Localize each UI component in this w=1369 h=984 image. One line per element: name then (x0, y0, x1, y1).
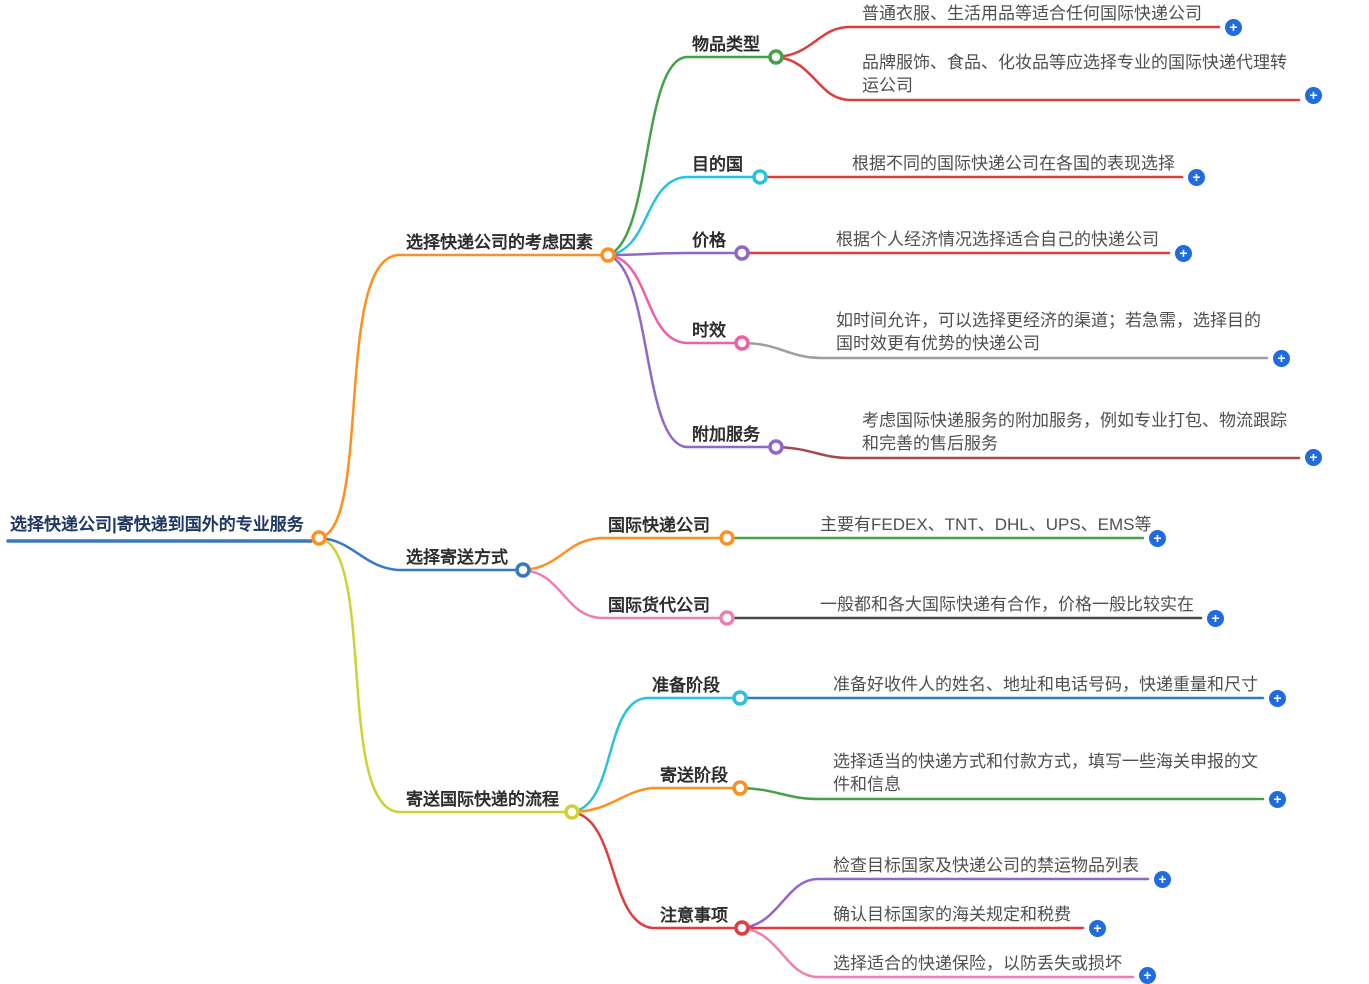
node-precautions-handle[interactable] (734, 920, 750, 936)
node-addon-handle[interactable] (768, 439, 784, 455)
connector-method-forwarder (521, 568, 721, 620)
connector-process-send (570, 786, 734, 814)
plus-icon[interactable]: + (1139, 967, 1156, 984)
leaf-text[interactable]: 如时间允许，可以选择更经济的渠道；若急需，选择目的国时效更有优势的快递公司 (836, 311, 1261, 353)
connector-factors-time (606, 253, 736, 345)
connector-factors-item-type (606, 55, 770, 257)
plus-icon[interactable]: + (1269, 690, 1286, 707)
connector-leaf-brand (774, 55, 1301, 102)
connector-factors-destination (606, 175, 754, 257)
branch-factors-label[interactable]: 选择快递公司的考虑因素 (406, 233, 593, 252)
plus-icon[interactable]: + (1089, 920, 1106, 937)
node-send-label[interactable]: 寄送阶段 (660, 766, 728, 785)
plus-icon[interactable]: + (1154, 871, 1171, 888)
connector-leaf-send (738, 786, 1265, 801)
branch-shipping-method-handle[interactable] (515, 562, 531, 578)
plus-icon[interactable]: + (1273, 350, 1290, 367)
branch-process-label[interactable]: 寄送国际快递的流程 (406, 790, 559, 809)
connector-root-process (317, 536, 566, 814)
leaf-text[interactable]: 选择适合的快递保险，以防丢失或损坏 (833, 954, 1122, 973)
node-send-handle[interactable] (732, 780, 748, 796)
connector-leaf-clothes (774, 25, 1221, 59)
plus-icon[interactable]: + (1305, 87, 1322, 104)
node-destination-label[interactable]: 目的国 (692, 155, 743, 174)
connector-method-express (521, 536, 721, 572)
plus-icon[interactable]: + (1175, 245, 1192, 262)
root-node-label[interactable]: 选择快递公司|寄快递到国外的专业服务 (10, 515, 304, 534)
leaf-text[interactable]: 选择适当的快递方式和付款方式，填写一些海关申报的文件和信息 (833, 752, 1258, 794)
plus-icon[interactable]: + (1207, 610, 1224, 627)
node-intl-express-label[interactable]: 国际快递公司 (608, 516, 710, 535)
node-intl-express-handle[interactable] (719, 530, 735, 546)
leaf-text[interactable]: 准备好收件人的姓名、地址和电话号码，快递重量和尺寸 (833, 675, 1258, 694)
plus-icon[interactable]: + (1305, 449, 1322, 466)
node-prepare-label[interactable]: 准备阶段 (652, 676, 720, 695)
branch-factors-handle[interactable] (600, 247, 616, 263)
leaf-text[interactable]: 品牌服饰、食品、化妆品等应选择专业的国际快递代理转运公司 (862, 53, 1287, 95)
leaf-text[interactable]: 根据不同的国际快递公司在各国的表现选择 (852, 154, 1175, 173)
node-addon-label[interactable]: 附加服务 (692, 425, 760, 444)
leaf-text[interactable]: 检查目标国家及快递公司的禁运物品列表 (833, 856, 1139, 875)
node-intl-forwarder-handle[interactable] (719, 610, 735, 626)
node-intl-forwarder-label[interactable]: 国际货代公司 (608, 596, 710, 615)
connector-leaf-addon (774, 445, 1301, 460)
node-item-type-handle[interactable] (768, 49, 784, 65)
node-item-type-label[interactable]: 物品类型 (692, 35, 760, 54)
node-price-label[interactable]: 价格 (692, 231, 726, 250)
leaf-text[interactable]: 一般都和各大国际快递有合作，价格一般比较实在 (820, 595, 1194, 614)
plus-icon[interactable]: + (1149, 530, 1166, 547)
plus-icon[interactable]: + (1225, 19, 1242, 36)
leaf-text[interactable]: 根据个人经济情况选择适合自己的快递公司 (836, 230, 1159, 249)
leaf-text[interactable]: 普通衣服、生活用品等适合任何国际快递公司 (862, 4, 1202, 23)
node-time-label[interactable]: 时效 (692, 321, 726, 340)
plus-icon[interactable]: + (1269, 791, 1286, 808)
connector-process-precautions (570, 810, 736, 930)
node-price-handle[interactable] (734, 245, 750, 261)
leaf-text[interactable]: 确认目标国家的海关规定和税费 (833, 905, 1071, 924)
connector-process-prepare (570, 696, 734, 814)
connector-leaf-banned-list (740, 877, 1150, 930)
branch-process-handle[interactable] (564, 804, 580, 820)
plus-icon[interactable]: + (1188, 169, 1205, 186)
branch-shipping-method-label[interactable]: 选择寄送方式 (406, 548, 508, 567)
leaf-text[interactable]: 考虑国际快递服务的附加服务，例如专业打包、物流跟踪和完善的售后服务 (862, 411, 1287, 453)
root-handle[interactable] (311, 530, 327, 546)
node-time-handle[interactable] (734, 335, 750, 351)
node-destination-handle[interactable] (752, 169, 768, 185)
node-precautions-label[interactable]: 注意事项 (660, 906, 728, 925)
leaf-text[interactable]: 主要有FEDEX、TNT、DHL、UPS、EMS等 (820, 515, 1152, 534)
connector-leaf-time (740, 341, 1269, 360)
connector-factors-addon (606, 253, 770, 449)
connector-root-shipping-method (317, 536, 517, 572)
connector-factors-price (606, 251, 736, 257)
connector-leaf-insurance (740, 926, 1135, 979)
node-prepare-handle[interactable] (732, 690, 748, 706)
connector-root-factors (317, 253, 602, 540)
